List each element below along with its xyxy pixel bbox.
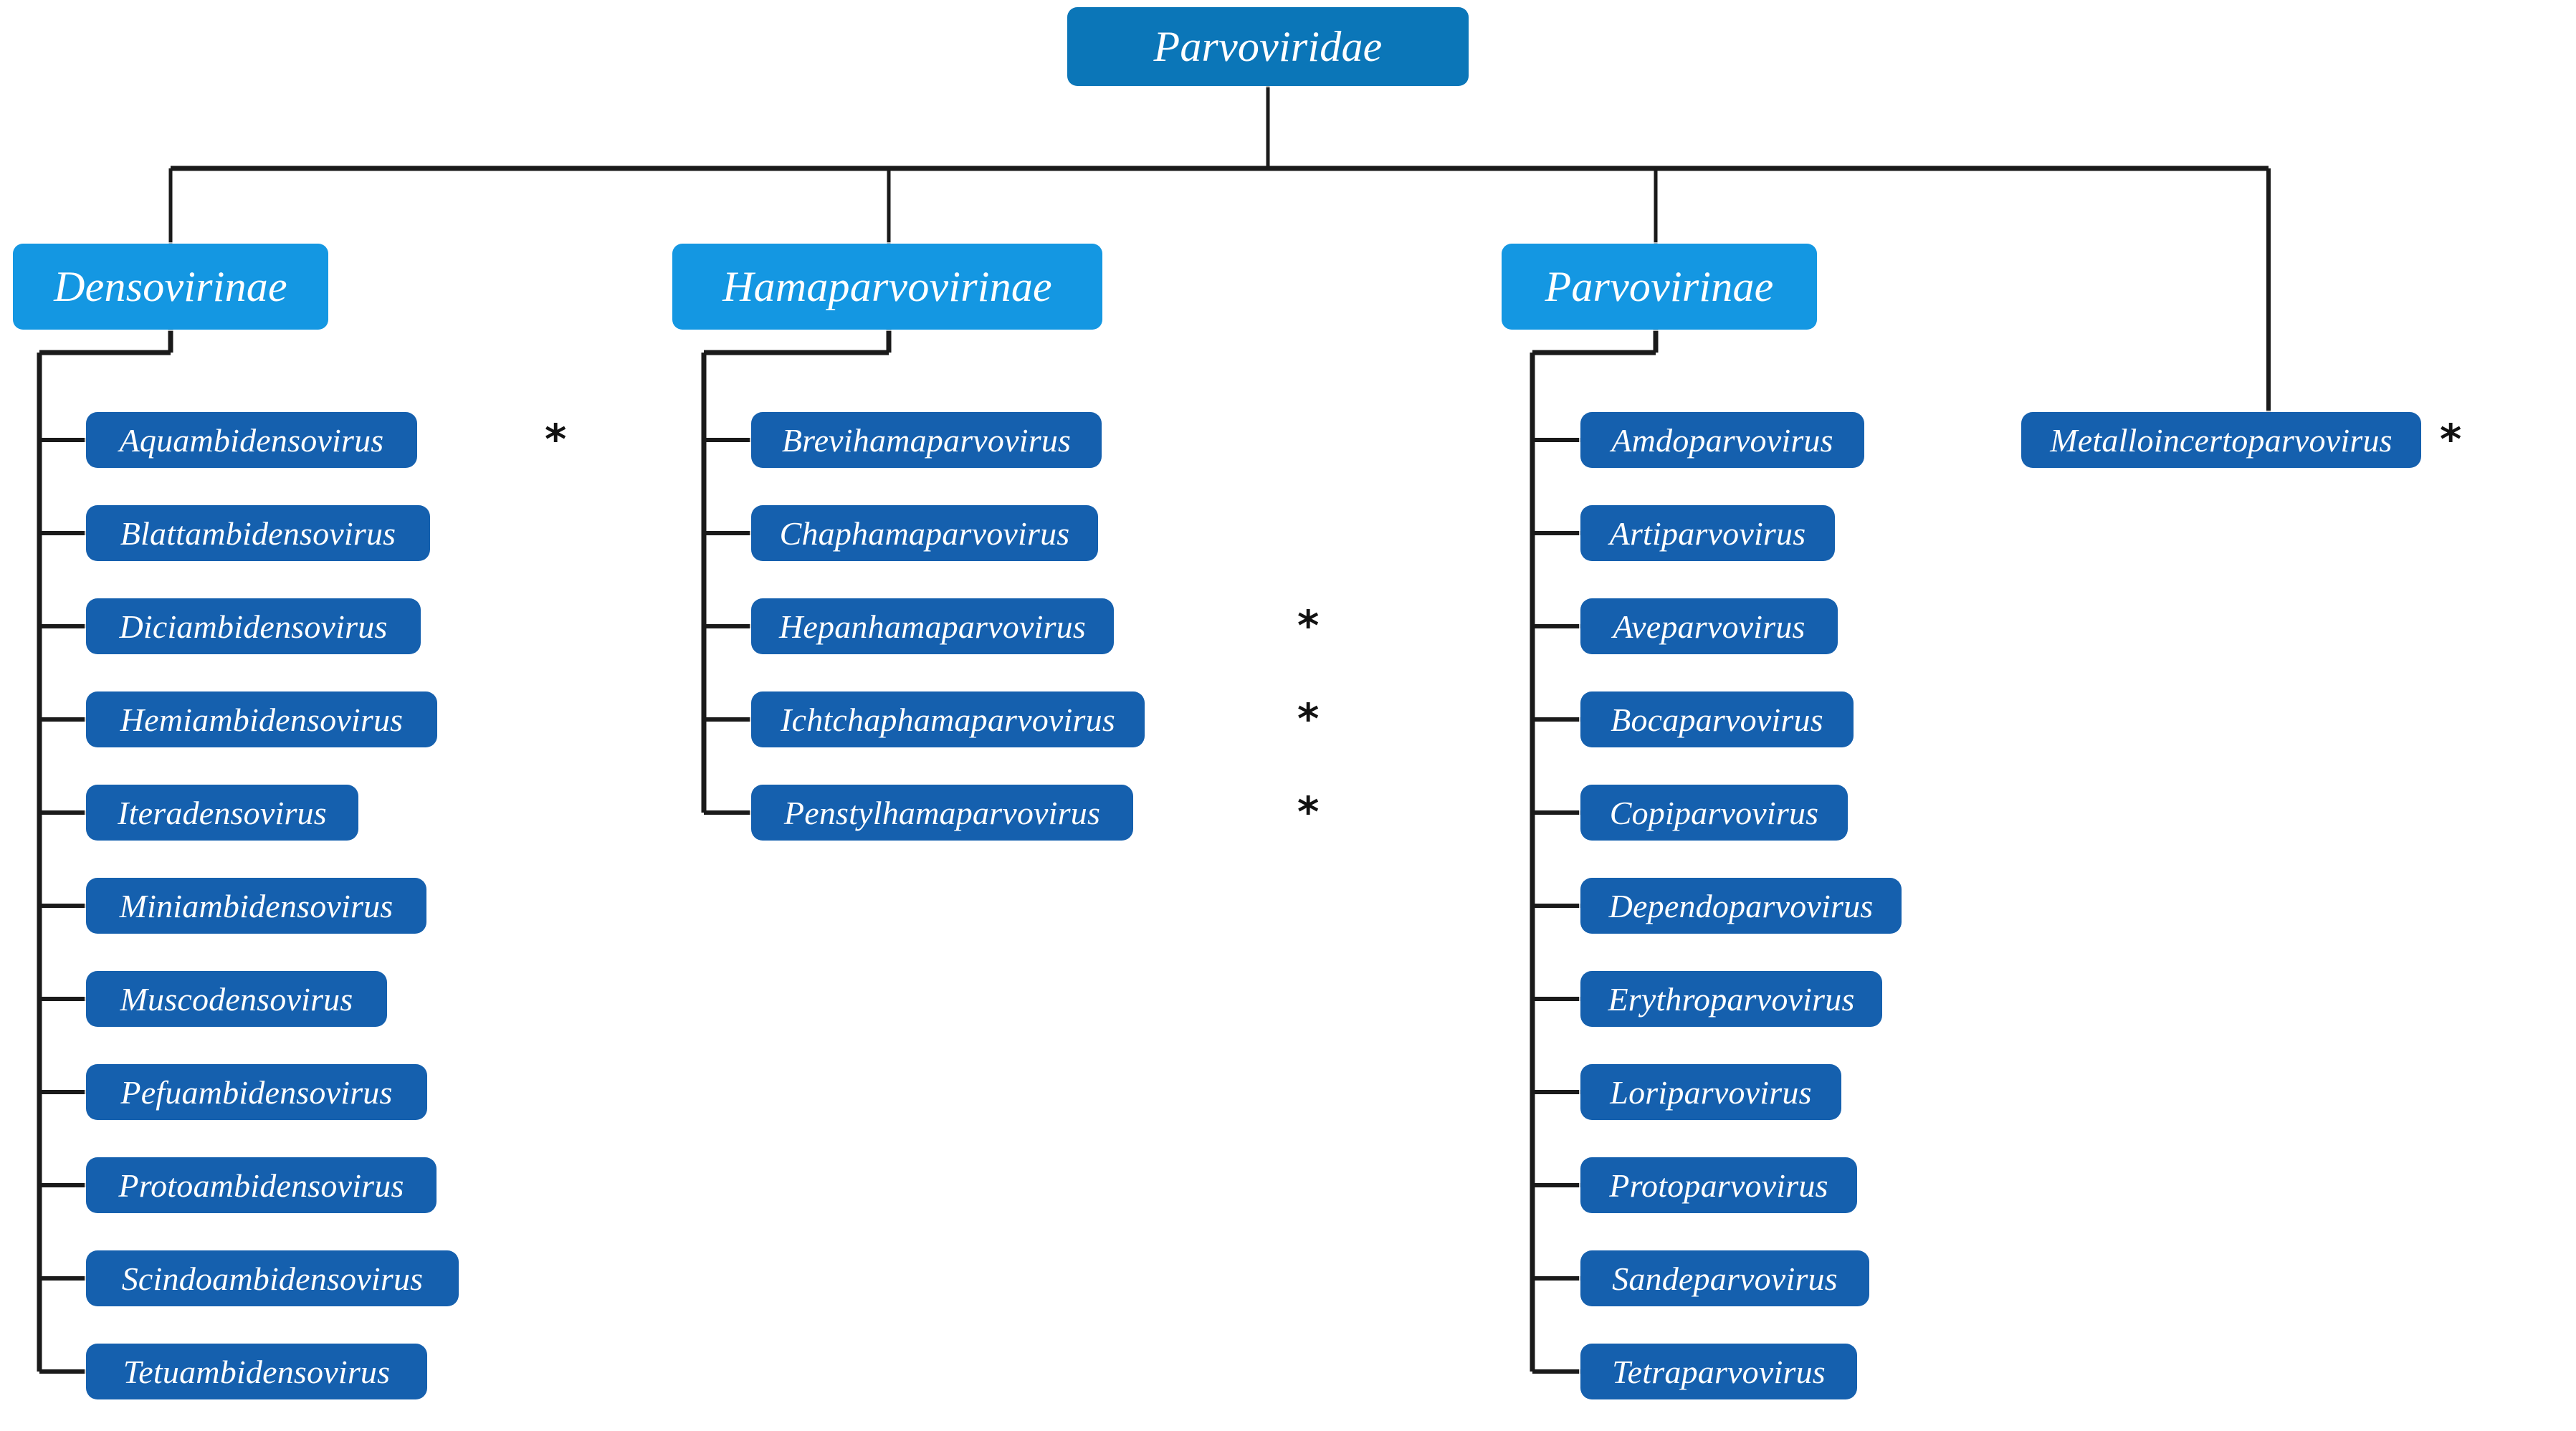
genus-node-muscodensovirus[interactable]: Muscodensovirus — [86, 971, 387, 1027]
genus-node-sandeparvovirus-label: Sandeparvovirus — [1612, 1260, 1838, 1297]
subfamily-node-densovirinae[interactable]: Densovirinae — [13, 244, 328, 330]
genus-node-ichtchaphamaparvovirus-label: Ichtchaphamaparvovirus — [781, 701, 1115, 738]
genus-node-protoambidensovirus-label: Protoambidensovirus — [118, 1167, 404, 1204]
genus-node-tetuambidensovirus[interactable]: Tetuambidensovirus — [86, 1344, 427, 1399]
genus-node-artiparvovirus-label: Artiparvovirus — [1609, 515, 1806, 552]
subfamily-node-hamaparvovirinae-label: Hamaparvovirinae — [722, 262, 1052, 310]
genus-node-muscodensovirus-label: Muscodensovirus — [120, 980, 353, 1018]
genus-node-blattambidensovirus[interactable]: Blattambidensovirus — [86, 505, 430, 561]
subfamily-node-parvovirinae[interactable]: Parvovirinae — [1502, 244, 1817, 330]
genus-node-protoambidensovirus[interactable]: Protoambidensovirus — [86, 1157, 437, 1213]
genus-node-loriparvovirus-label: Loriparvovirus — [1610, 1073, 1812, 1111]
genus-node-copiparvovirus[interactable]: Copiparvovirus — [1580, 785, 1848, 841]
genus-node-hemiambidensovirus[interactable]: Hemiambidensovirus — [86, 691, 437, 747]
genus-node-bocaparvovirus-label: Bocaparvovirus — [1611, 701, 1823, 738]
genus-node-dependoparvovirus-label: Dependoparvovirus — [1608, 887, 1874, 924]
genus-node-loriparvovirus[interactable]: Loriparvovirus — [1580, 1064, 1841, 1120]
genus-node-miniambidensovirus[interactable]: Miniambidensovirus — [86, 878, 426, 934]
genus-node-scindoambidensovirus-label: Scindoambidensovirus — [121, 1260, 424, 1297]
genus-node-aveparvovirus[interactable]: Aveparvovirus — [1580, 598, 1838, 654]
genus-node-hepanhamaparvovirus[interactable]: Hepanhamaparvovirus — [751, 598, 1114, 654]
genus-node-artiparvovirus[interactable]: Artiparvovirus — [1580, 505, 1835, 561]
genus-node-miniambidensovirus-label: Miniambidensovirus — [119, 887, 393, 924]
genus-node-hepanhamaparvovirus-label: Hepanhamaparvovirus — [779, 608, 1086, 645]
genus-node-metalloincertoparvovirus-label: Metalloincertoparvovirus — [2050, 421, 2393, 459]
genus-node-erythroparvovirus-label: Erythroparvovirus — [1608, 980, 1855, 1018]
genus-node-penstylhamaparvovirus[interactable]: Penstylhamaparvovirus — [751, 785, 1133, 841]
genus-node-chaphamaparvovirus-label: Chaphamaparvovirus — [779, 515, 1070, 552]
genus-node-protoparvovirus[interactable]: Protoparvovirus — [1580, 1157, 1857, 1213]
genus-node-aquambidensovirus[interactable]: Aquambidensovirus — [86, 412, 417, 468]
subfamily-node-hamaparvovirinae[interactable]: Hamaparvovirinae — [672, 244, 1102, 330]
genus-node-diciambidensovirus[interactable]: Diciambidensovirus — [86, 598, 421, 654]
genus-node-blattambidensovirus-label: Blattambidensovirus — [120, 515, 396, 552]
asterisk-marker-penstylhamaparvovirus: * — [1297, 788, 1320, 836]
genus-node-sandeparvovirus[interactable]: Sandeparvovirus — [1580, 1250, 1869, 1306]
genus-node-amdoparvovirus-label: Amdoparvovirus — [1611, 421, 1833, 459]
genus-node-iteradensovirus-label: Iteradensovirus — [118, 794, 327, 831]
genus-node-brevihamaparvovirus-label: Brevihamaparvovirus — [781, 421, 1072, 459]
genus-node-scindoambidensovirus[interactable]: Scindoambidensovirus — [86, 1250, 459, 1306]
genus-node-copiparvovirus-label: Copiparvovirus — [1609, 794, 1819, 831]
genus-node-amdoparvovirus[interactable]: Amdoparvovirus — [1580, 412, 1864, 468]
genus-node-iteradensovirus[interactable]: Iteradensovirus — [86, 785, 358, 841]
genus-node-diciambidensovirus-label: Diciambidensovirus — [119, 608, 388, 645]
genus-node-dependoparvovirus[interactable]: Dependoparvovirus — [1580, 878, 1902, 934]
genus-node-bocaparvovirus[interactable]: Bocaparvovirus — [1580, 691, 1854, 747]
asterisk-marker-ichtchaphamaparvovirus: * — [1297, 694, 1320, 743]
asterisk-marker-metalloincertoparvovirus: * — [2440, 415, 2462, 464]
genus-node-protoparvovirus-label: Protoparvovirus — [1609, 1167, 1828, 1204]
asterisk-marker-aquambidensovirus: * — [545, 415, 567, 464]
genus-node-aquambidensovirus-label: Aquambidensovirus — [119, 421, 384, 459]
genus-node-tetuambidensovirus-label: Tetuambidensovirus — [123, 1353, 391, 1390]
asterisk-marker-hepanhamaparvovirus: * — [1297, 601, 1320, 650]
genus-node-tetraparvovirus-label: Tetraparvovirus — [1612, 1353, 1826, 1390]
genus-node-chaphamaparvovirus[interactable]: Chaphamaparvovirus — [751, 505, 1098, 561]
subfamily-node-densovirinae-label: Densovirinae — [54, 262, 287, 310]
genus-node-metalloincertoparvovirus[interactable]: Metalloincertoparvovirus — [2021, 412, 2421, 468]
subfamily-node-parvovirinae-label: Parvovirinae — [1545, 262, 1774, 310]
genus-node-ichtchaphamaparvovirus[interactable]: Ichtchaphamaparvovirus — [751, 691, 1145, 747]
genus-node-aveparvovirus-label: Aveparvovirus — [1613, 608, 1805, 645]
genus-node-pefuambidensovirus[interactable]: Pefuambidensovirus — [86, 1064, 427, 1120]
genus-node-erythroparvovirus[interactable]: Erythroparvovirus — [1580, 971, 1882, 1027]
family-node-parvoviridae[interactable]: Parvoviridae — [1067, 7, 1469, 86]
genus-node-penstylhamaparvovirus-label: Penstylhamaparvovirus — [783, 794, 1101, 831]
family-label: Parvoviridae — [1153, 22, 1383, 70]
genus-node-tetraparvovirus[interactable]: Tetraparvovirus — [1580, 1344, 1857, 1399]
genus-node-pefuambidensovirus-label: Pefuambidensovirus — [120, 1073, 393, 1111]
genus-node-hemiambidensovirus-label: Hemiambidensovirus — [120, 701, 404, 738]
genus-node-brevihamaparvovirus[interactable]: Brevihamaparvovirus — [751, 412, 1102, 468]
